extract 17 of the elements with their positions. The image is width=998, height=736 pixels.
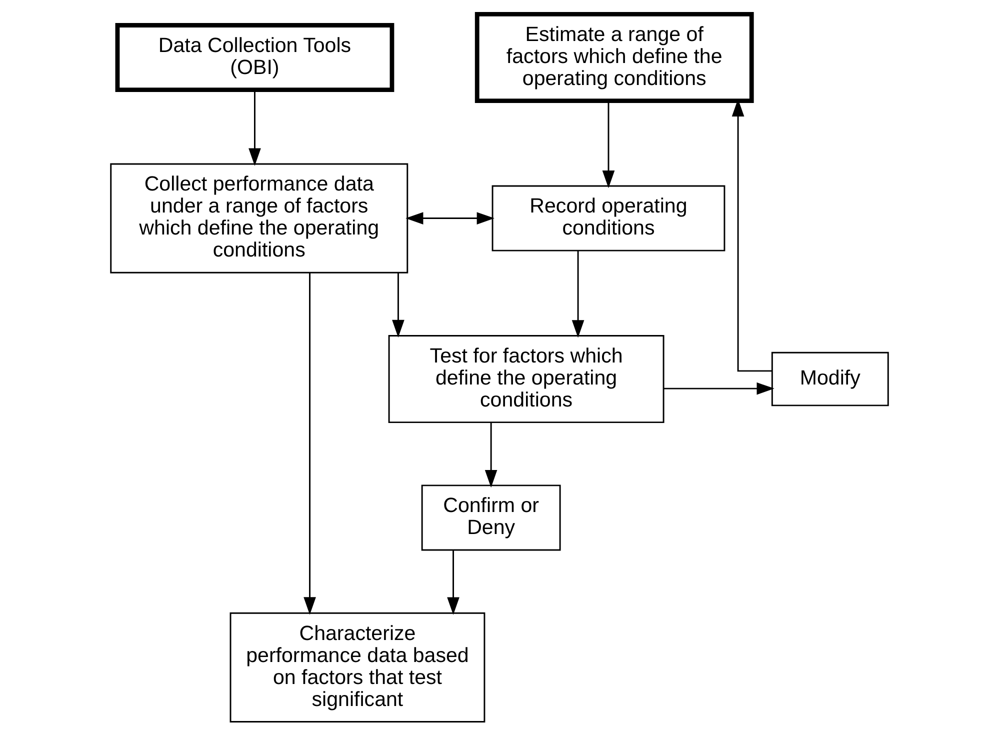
arrow: [392, 272, 404, 338]
arrow: [405, 212, 494, 224]
node-box: Record operating conditions: [491, 185, 725, 252]
arrow: [484, 422, 497, 488]
node-box: Characterize performance data based on factors that test significant: [229, 612, 485, 722]
arrow: [602, 101, 614, 188]
node-box: Test for factors which define the operating conditions: [388, 334, 664, 424]
node-box: Estimate a range of factors which define the operating conditions: [474, 12, 754, 104]
arrow: [248, 90, 260, 166]
node-box: Collect performance data under a range of factors which define the operating conditions: [110, 163, 408, 274]
arrow: [571, 250, 584, 338]
arrow: [446, 550, 459, 615]
node-box: Confirm or Deny: [420, 484, 560, 551]
arrow: [303, 272, 316, 615]
arrow: [663, 382, 774, 395]
node-box: Data Collection Tools (OBI): [114, 23, 394, 92]
node-box: Modify: [770, 352, 888, 406]
